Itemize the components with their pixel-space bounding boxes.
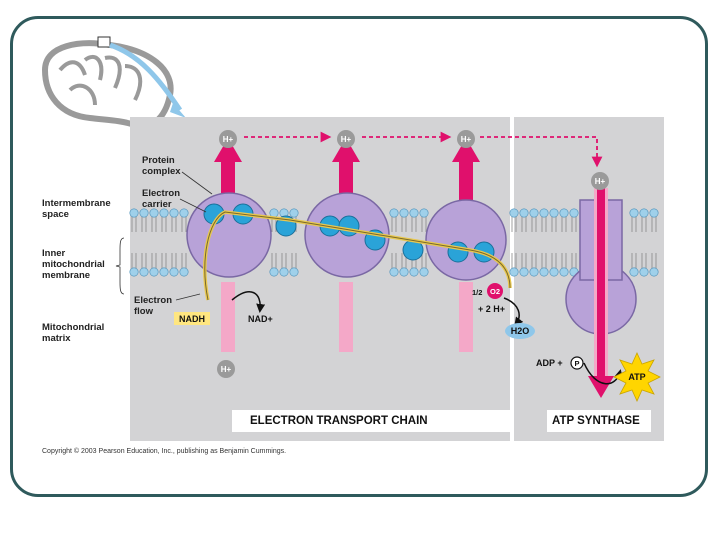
proton-badges	[217, 130, 609, 378]
atp-starburst	[613, 352, 661, 402]
nadh-label: NADH	[179, 314, 205, 324]
nadh-box	[174, 312, 210, 325]
atp-synthase-caption: ATP SYNTHASE	[552, 415, 640, 427]
nad-plus-label: NAD+	[248, 314, 273, 324]
atp-label: ATP	[628, 372, 645, 382]
oxygen-badge	[487, 283, 503, 299]
adp-label: ADP +	[536, 358, 563, 368]
proton-label-3: H+	[461, 135, 472, 144]
protein-complex-1	[186, 192, 272, 278]
proton-label-2: H+	[341, 135, 352, 144]
nadh-arrow	[231, 291, 266, 313]
etc-panel	[130, 117, 510, 441]
mitochondrion-icon	[41, 36, 186, 130]
intermembrane-space-label: Intermembrane space	[42, 198, 111, 220]
oxygen-fraction-label: 1/2	[472, 288, 482, 297]
etc-caption: ELECTRON TRANSPORT CHAIN	[250, 415, 428, 427]
etc-caption-box	[232, 410, 510, 432]
atp-caption-box	[547, 410, 651, 432]
proton-label-1: H+	[223, 135, 234, 144]
proton-gradient-path	[244, 131, 603, 168]
phosphate-label: P	[574, 359, 579, 368]
two-protons-label: + 2 H+	[478, 304, 505, 314]
phosphate-badge	[570, 356, 584, 370]
mitochondrial-matrix-label: Mitochondrial matrix	[42, 322, 105, 344]
callout-lines	[115, 171, 213, 301]
proton-label-4: H+	[595, 177, 606, 186]
copyright-notice: Copyright © 2003 Pearson Education, Inc.…	[42, 448, 287, 455]
matrix-proton-arrows	[221, 282, 473, 352]
proton-label-5: H+	[221, 365, 232, 374]
water-label: H2O	[511, 326, 530, 336]
electron-carrier-callout: Electron carrier	[142, 188, 181, 210]
water-arrow	[503, 297, 524, 327]
electron-flow-callout: Electron flow	[134, 295, 173, 317]
water-badge	[505, 323, 535, 339]
slide-frame	[10, 16, 708, 497]
protein-complex-callout: Protein complex	[142, 155, 181, 177]
oxygen-label: O2	[490, 287, 500, 296]
membrane-bilayer	[129, 208, 659, 277]
atp-synthase	[565, 188, 637, 398]
protein-complex-3	[425, 199, 507, 281]
inner-membrane-label: Inner mitochondrial membrane	[42, 248, 105, 281]
